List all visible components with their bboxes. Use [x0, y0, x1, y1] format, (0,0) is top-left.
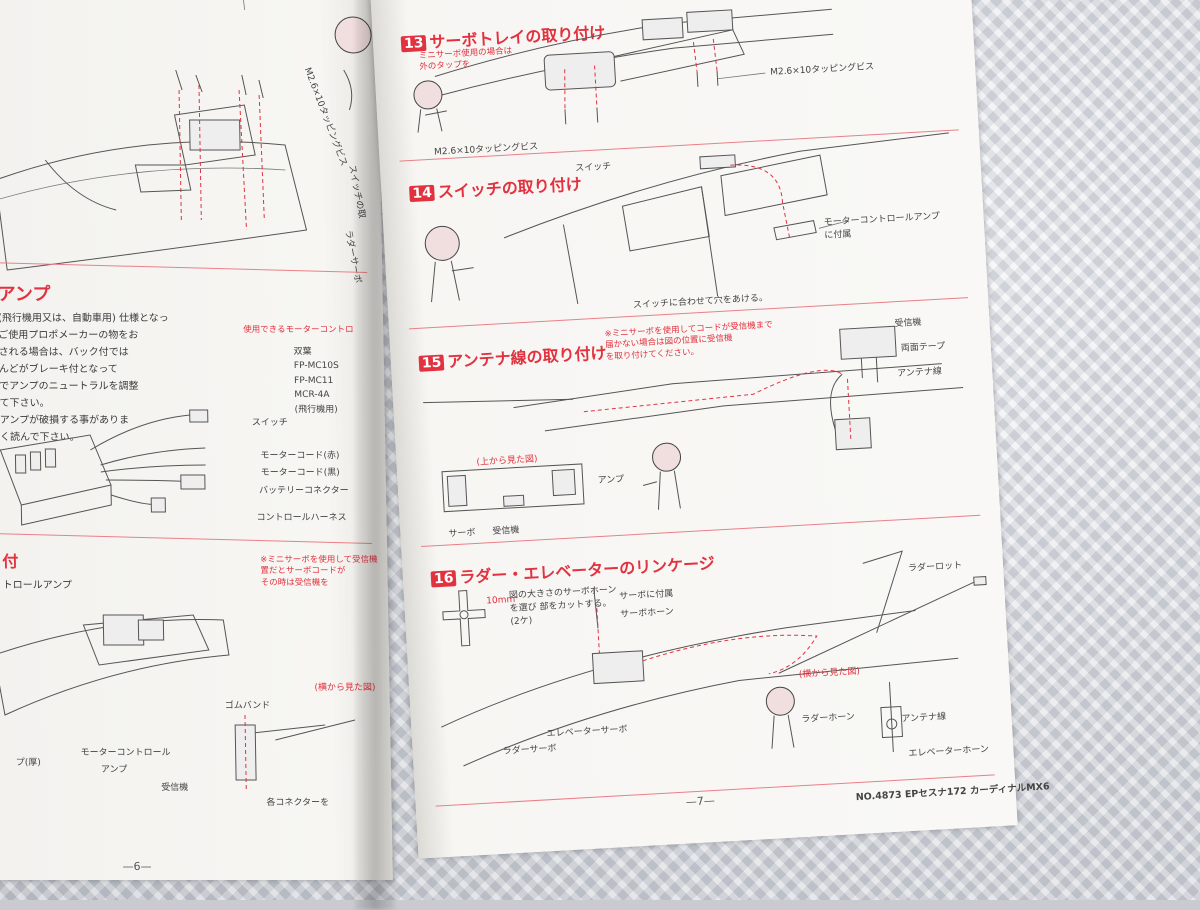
label-amp: アンプ — [100, 765, 128, 775]
section-heading-amp: アンプ — [0, 284, 51, 305]
label-tape-15: 両面テープ — [900, 341, 946, 354]
antenna-illustration — [423, 325, 964, 451]
usable-amp-list: 双葉 FP-MC10S FP-MC11 MCR-4A (飛行機用) — [294, 345, 340, 417]
label-motor-cord-red: モーターコード(赤) — [260, 451, 340, 461]
amp-mount-illustration — [0, 614, 356, 790]
label-battery-connector: バッテリーコネクター — [258, 486, 349, 496]
label-motor-cord-black: モーターコード(黒) — [260, 468, 340, 478]
side-view-detail — [880, 682, 904, 753]
label-switch: スイッチ — [251, 418, 288, 428]
boy-mascot-15 — [642, 442, 682, 510]
section-number: 14 — [409, 184, 436, 203]
bottom-sub: トロールアンプ — [2, 580, 73, 591]
label-servo-15: サーボ — [448, 527, 476, 540]
page-number-left: —6— — [122, 860, 152, 873]
label-antenna-15: アンテナ線 — [896, 366, 943, 380]
usable-amp-note: 使用できるモーターコントロ — [243, 325, 354, 335]
body-line: される場合は、バック付では — [0, 347, 129, 358]
servo-horn-diagram — [442, 590, 486, 647]
body-line: (飛行機用又は、自動車用) 仕様となっ — [0, 313, 169, 324]
section-number: 13 — [400, 34, 427, 53]
top-view-layout — [441, 463, 585, 513]
label-control-harness: コントロールハーネス — [256, 513, 347, 523]
linkage-illustration — [441, 550, 987, 767]
boy-mascot-16 — [765, 686, 795, 749]
label-receiver-15: 受信機 — [894, 317, 922, 330]
label-motor-control: モーターコントロール — [80, 748, 171, 758]
servo-tray-illustration — [434, 8, 834, 125]
label-amp-15: アンプ — [597, 474, 625, 487]
servo-tray-illustration-left — [0, 0, 372, 271]
section-heading-bottom: 付 — [2, 552, 19, 571]
label-tape: プ(厚) — [15, 758, 41, 768]
switch-mount-illustration — [503, 132, 949, 304]
label-rubber-band: ゴムバンド — [224, 701, 271, 711]
body-line: んどがブレーキ付となって — [0, 364, 118, 375]
label-attached-14: に付属 — [824, 229, 852, 242]
note-item: FP-MC11 — [294, 375, 334, 386]
body-line: でアンプのニュートラルを調整 — [0, 381, 139, 392]
body-line: ご使用プロポメーカーの物をお — [0, 330, 139, 341]
boy-mascot-13 — [413, 80, 447, 133]
left-page: M2.6×10タッピングビス スイッチの取 ラダーサーボ アンプ (飛行機用又は… — [0, 0, 393, 880]
page-number-right: —7— — [685, 794, 716, 809]
note-suffix: (飛行機用) — [294, 404, 338, 415]
boy-mascot-14 — [424, 225, 474, 303]
note-prefix: 双葉 — [293, 347, 312, 357]
amp-illustration — [0, 409, 209, 526]
label-connector-note: 各コネクターを — [266, 798, 330, 808]
note-item: MCR-4A — [294, 390, 330, 401]
label-receiver-15b: 受信機 — [492, 525, 520, 538]
note-item: FP-MC10S — [293, 361, 339, 372]
label-switch-14: スイッチ — [575, 161, 612, 174]
label-receiver: 受信機 — [161, 783, 189, 793]
